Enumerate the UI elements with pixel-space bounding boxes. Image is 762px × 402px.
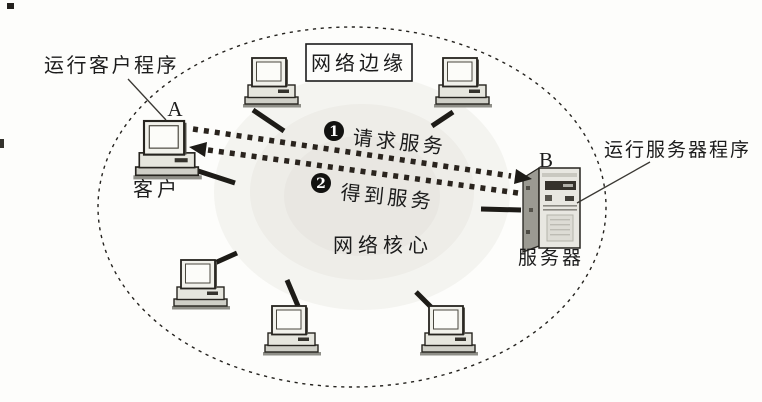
host-computer-icon [242, 57, 302, 109]
client-annotation-leader-line [127, 78, 167, 121]
access-link-server [480, 206, 522, 213]
step-2-number: 2 [316, 176, 326, 192]
access-link [430, 109, 455, 129]
host-computer-icon [433, 57, 493, 109]
host-computer-icon [262, 305, 322, 357]
server-annotation-leader-line [576, 161, 651, 204]
step-2-badge: 2 [311, 173, 331, 193]
client-computer-icon [132, 119, 203, 181]
arrowhead-icon [514, 169, 532, 184]
scan-speck [7, 3, 14, 9]
server-role-label: 服务器 [518, 247, 584, 269]
network-core-shade [214, 74, 510, 310]
network-edge-label-box: 网络边缘 [305, 43, 413, 82]
host-computer-icon [419, 305, 479, 357]
request-arrow [192, 126, 532, 184]
network-edge-label: 网络边缘 [311, 52, 407, 75]
step-1-number: 1 [329, 124, 339, 140]
request-arrow-line [192, 126, 512, 179]
access-link [414, 290, 433, 309]
access-link [251, 107, 286, 134]
server-tower-icon [522, 166, 581, 253]
step-1-badge: 1 [324, 121, 344, 141]
server-annotation-label: 运行服务器程序 [604, 139, 751, 161]
response-arrow [189, 142, 519, 196]
network-core-label: 网络核心 [333, 234, 433, 257]
client-node-id: A [167, 97, 183, 121]
arrowhead-icon [189, 142, 207, 157]
access-link-client [191, 166, 236, 186]
host-computer-icon [171, 259, 231, 311]
network-boundary-ellipse [97, 26, 607, 388]
server-node-id: B [539, 148, 553, 172]
scan-speck [0, 139, 4, 148]
client-annotation-label: 运行客户程序 [44, 54, 179, 77]
response-arrow-line [207, 147, 519, 196]
client-role-label: 客户 [133, 178, 181, 201]
access-link [284, 279, 301, 307]
access-links [191, 107, 522, 309]
